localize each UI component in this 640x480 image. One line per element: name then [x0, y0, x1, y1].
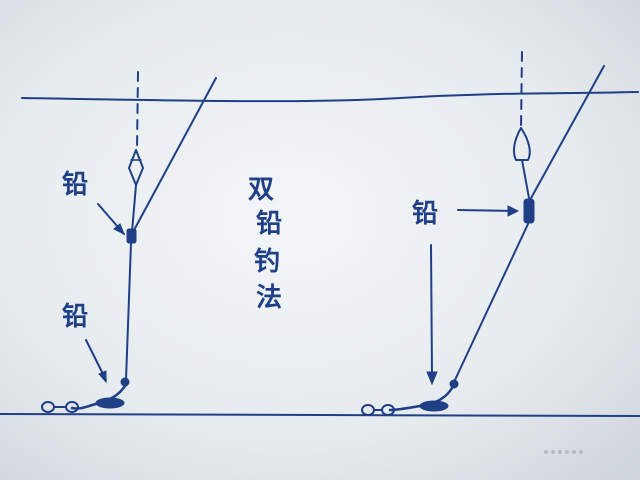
right-lower-sinker: [449, 379, 459, 389]
diagram-title: 双 铅 钓 法: [248, 175, 282, 313]
left-main-line: [131, 184, 137, 233]
right-float-line: [521, 159, 530, 199]
lake-bed-line: [0, 413, 640, 417]
right-arrow-down: [430, 244, 433, 377]
left-dashed-line: [136, 71, 139, 151]
right-arrow-to-sinker: [457, 209, 515, 212]
water-surface-line: [21, 91, 639, 103]
left-lower-label: 铅: [62, 302, 88, 332]
right-float: [512, 127, 531, 161]
title-char-1: 双: [248, 175, 274, 205]
right-label: 铅: [412, 199, 438, 229]
right-rig: 铅: [361, 51, 605, 416]
left-upper-label: 铅: [62, 170, 88, 200]
right-sinker: [523, 198, 535, 224]
left-rig: 铅 铅: [41, 71, 217, 413]
watermark-mark: [544, 450, 583, 454]
title-char-2: 铅: [256, 209, 282, 239]
right-dashed-line: [520, 51, 523, 129]
title-char-4: 法: [256, 283, 282, 313]
left-rod-line: [132, 77, 217, 233]
title-char-3: 钓: [254, 247, 280, 277]
left-upper-sinker: [126, 228, 137, 244]
left-lower-line: [125, 242, 132, 381]
right-lower-line: [453, 223, 529, 383]
right-rod-line: [529, 65, 605, 201]
left-float: [128, 149, 144, 186]
